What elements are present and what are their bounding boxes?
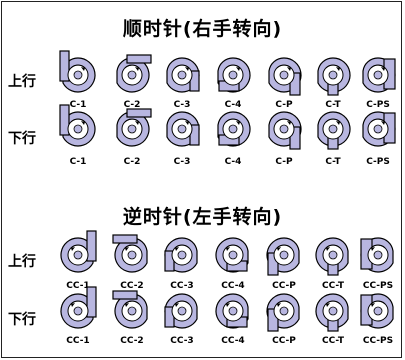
fan-icon-cc-t — [315, 293, 349, 332]
fan-code-label: C-3 — [173, 100, 191, 110]
fan-icon-c-1 — [59, 104, 96, 147]
fan-code-label: CC-2 — [120, 281, 144, 291]
fan-code-label: CC-T — [322, 281, 344, 291]
fan-code-label: C-1 — [69, 100, 87, 110]
fan-icon-c-p — [268, 111, 302, 150]
fan-icon-cc-ps — [360, 293, 394, 329]
fan-code-label: CC-P — [272, 281, 296, 291]
fan-code-label: C-P — [275, 157, 293, 167]
fan-code-label: C-T — [325, 100, 341, 110]
fan-icon-c-ps — [362, 57, 396, 93]
fan-icon-c-p — [268, 57, 302, 96]
fan-icon-c-1 — [59, 50, 96, 93]
fan-icon-cc-t — [315, 237, 349, 276]
fan-icon-c-4 — [217, 57, 251, 93]
fan-code-label: C-3 — [173, 157, 191, 167]
row-label-up-ccw: 上行 — [8, 254, 36, 270]
fan-icon-c-3 — [166, 111, 200, 147]
fan-icon-cc-4 — [215, 293, 249, 329]
section-title-counterclockwise: 逆时针(左手转向) — [122, 206, 283, 228]
fan-code-label: CC-4 — [221, 336, 245, 346]
fan-code-label: C-T — [325, 157, 341, 167]
fan-code-label: C-PS — [366, 157, 390, 167]
row-label-down-ccw: 下行 — [8, 312, 36, 328]
fan-icon-c-3 — [166, 57, 200, 93]
row-label-up-cw: 上行 — [8, 74, 36, 90]
fan-icon-c-ps — [362, 111, 396, 147]
fan-icon-cc-4 — [215, 237, 249, 273]
fan-code-label: CC-1 — [66, 336, 90, 346]
fan-icon-cc-1 — [60, 286, 97, 329]
row-label-down-cw: 下行 — [8, 131, 36, 147]
fan-code-label: CC-2 — [120, 336, 144, 346]
fan-icon-cc-2 — [112, 290, 148, 329]
fan-code-label: C-2 — [123, 157, 141, 167]
fan-code-label: CC-4 — [221, 281, 245, 291]
fan-code-label: C-1 — [69, 157, 87, 167]
fan-icon-cc-1 — [60, 230, 97, 273]
fan-code-label: C-4 — [224, 157, 242, 167]
fan-icon-c-t — [317, 111, 351, 150]
fan-code-label: CC-1 — [66, 281, 90, 291]
fan-icon-cc-p — [266, 237, 300, 276]
fan-icon-cc-3 — [164, 293, 198, 329]
fan-code-label: C-2 — [123, 100, 141, 110]
fan-code-label: CC-PS — [362, 336, 394, 346]
fan-code-label: C-4 — [224, 100, 242, 110]
fan-code-label: CC-P — [272, 336, 296, 346]
fan-code-label: CC-3 — [170, 336, 194, 346]
fan-icon-cc-2 — [112, 234, 148, 273]
fan-code-label: CC-T — [322, 336, 344, 346]
fan-icon-cc-p — [266, 293, 300, 332]
fan-icon-c-t — [317, 57, 351, 96]
fan-icon-c-4 — [217, 111, 251, 147]
fan-code-label: C-P — [275, 100, 293, 110]
section-title-clockwise: 顺时针(右手转向) — [122, 18, 283, 40]
fan-icon-c-2 — [116, 54, 152, 93]
fan-code-label: CC-3 — [170, 281, 194, 291]
fan-icon-cc-3 — [164, 237, 198, 273]
fan-icon-c-2 — [116, 108, 152, 147]
fan-code-label: CC-PS — [362, 281, 394, 291]
fan-icon-cc-ps — [360, 237, 394, 273]
fan-code-label: C-PS — [366, 100, 390, 110]
